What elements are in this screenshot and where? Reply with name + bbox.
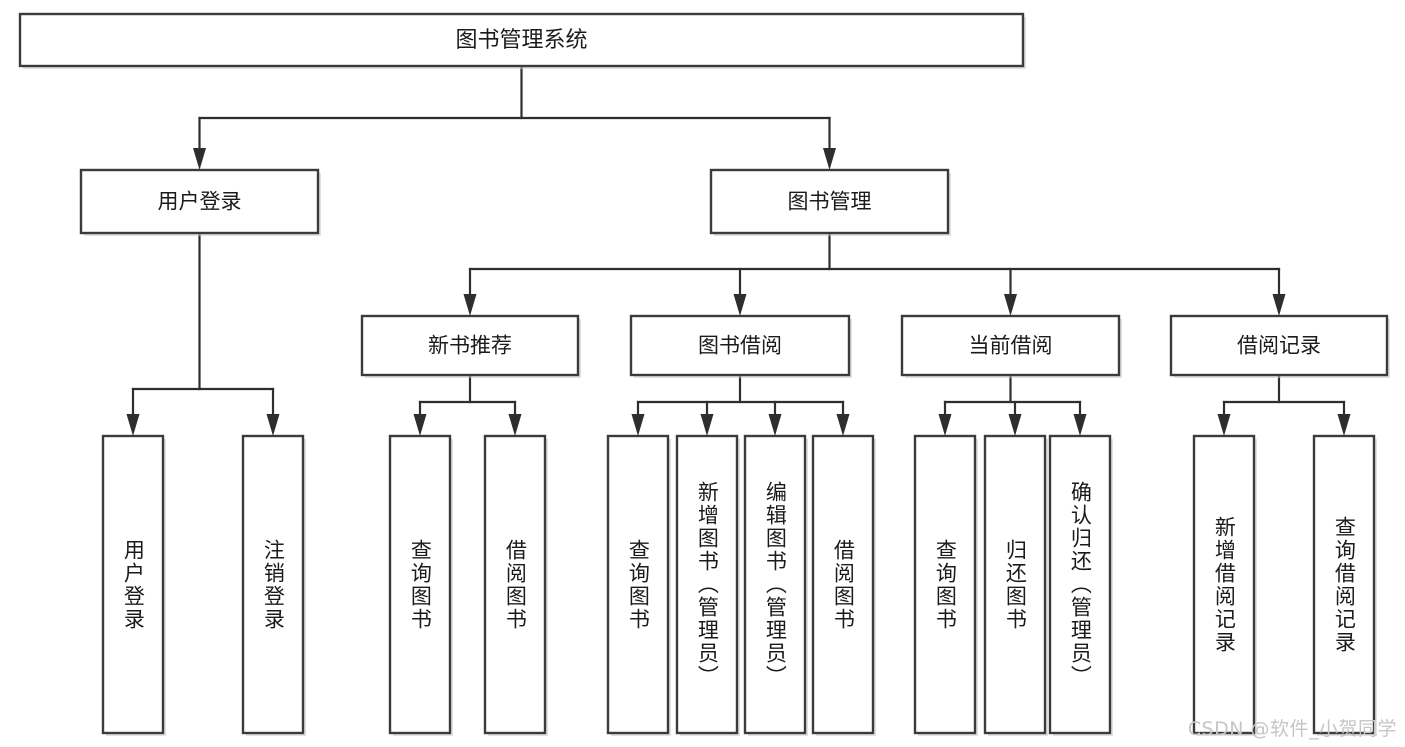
node-border: [913, 434, 977, 735]
node-leaf-user-login[interactable]: [101, 434, 166, 736]
node-label: 用户登录: [158, 190, 242, 214]
arrow-head-icon: [463, 294, 477, 316]
node-label: 当前借阅: [969, 334, 1053, 358]
node-book-borrow[interactable]: 图书借阅: [629, 314, 852, 378]
arrow-head-icon: [938, 414, 952, 436]
node-borrow-record[interactable]: 借阅记录: [1169, 314, 1390, 378]
node-leaf-cb-query-book[interactable]: [913, 434, 978, 736]
arrow-head-icon: [1272, 294, 1286, 316]
node-leaf-br-query-record[interactable]: [1312, 434, 1377, 736]
node-border: [79, 168, 320, 235]
arrow-head-icon: [126, 414, 140, 436]
arrow-head-icon: [1004, 294, 1017, 316]
arrow-head-icon: [631, 414, 645, 436]
arrow-head-icon: [836, 414, 850, 436]
node-border: [743, 434, 807, 735]
arrow-head-icon: [266, 414, 280, 436]
arrow-head-icon: [1073, 414, 1087, 436]
node-border: [388, 434, 452, 735]
node-border: [983, 434, 1047, 735]
arrow-head-icon: [508, 414, 522, 436]
node-leaf-br-add-record[interactable]: [1192, 434, 1257, 736]
node-border: [360, 314, 580, 377]
arrow-head-icon: [1217, 414, 1231, 436]
node-leaf-cb-confirm-return[interactable]: [1048, 434, 1113, 736]
node-book-manage[interactable]: 图书管理: [709, 168, 951, 236]
node-border: [18, 12, 1025, 68]
arrow-head-icon: [700, 414, 714, 436]
node-label: 借阅记录: [1237, 334, 1321, 358]
edges-layer: [126, 64, 1351, 436]
node-user-login[interactable]: 用户登录: [79, 168, 321, 236]
node-border: [1169, 314, 1389, 377]
arrow-head-icon: [768, 414, 782, 436]
arrow-head-icon: [823, 148, 836, 170]
node-current-borrow[interactable]: 当前借阅: [900, 314, 1122, 378]
node-border: [1192, 434, 1256, 735]
arrow-head-icon: [193, 148, 206, 170]
node-border: [900, 314, 1121, 377]
node-leaf-rec-query-book[interactable]: [388, 434, 453, 736]
node-leaf-rec-borrow-book[interactable]: [483, 434, 548, 736]
node-border: [241, 434, 305, 735]
arrow-head-icon: [413, 414, 427, 436]
node-border: [629, 314, 851, 377]
node-border: [101, 434, 165, 735]
node-label: 新书推荐: [428, 334, 512, 358]
node-label: 图书管理系统: [455, 28, 587, 53]
node-border: [483, 434, 547, 735]
node-root[interactable]: 图书管理系统: [18, 12, 1026, 69]
node-new-book-rec[interactable]: 新书推荐: [360, 314, 581, 378]
node-label: 图书借阅: [698, 334, 782, 358]
node-border: [1312, 434, 1376, 735]
node-leaf-user-logout[interactable]: [241, 434, 306, 736]
node-leaf-bb-borrow-book[interactable]: [811, 434, 876, 736]
node-label: 图书管理: [788, 190, 872, 214]
node-border: [1048, 434, 1112, 735]
node-leaf-bb-edit-book[interactable]: [743, 434, 808, 736]
node-leaf-cb-return-book[interactable]: [983, 434, 1048, 736]
node-border: [675, 434, 739, 735]
node-border: [709, 168, 950, 235]
node-leaf-bb-query-book[interactable]: [606, 434, 671, 736]
node-border: [606, 434, 670, 735]
node-border: [811, 434, 875, 735]
watermark: CSDN @软件_小贺同学: [1187, 718, 1397, 740]
arrow-head-icon: [733, 294, 747, 316]
arrow-head-icon: [1008, 414, 1022, 436]
node-leaf-bb-add-book[interactable]: [675, 434, 740, 736]
arrow-head-icon: [1337, 414, 1351, 436]
